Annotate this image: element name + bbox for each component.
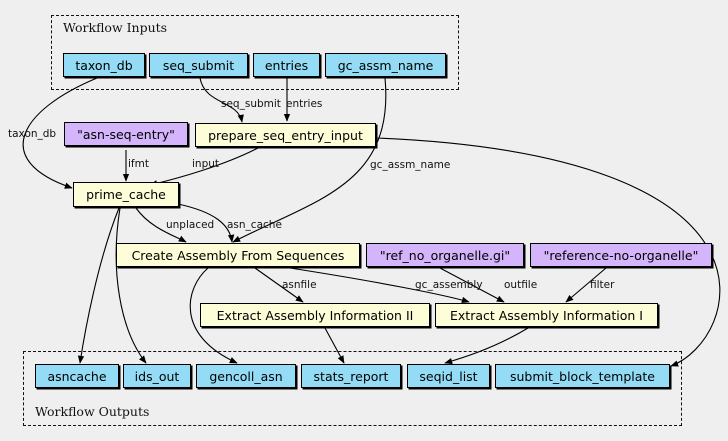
edge-label-filter: filter bbox=[590, 279, 615, 291]
edge-label-outfile: outfile bbox=[504, 279, 538, 291]
edge-gc-assm-name bbox=[232, 77, 387, 243]
edge-filter bbox=[565, 267, 607, 303]
edge-unplaced bbox=[135, 207, 187, 243]
edge-label-gc-assembly: gc_assembly bbox=[415, 279, 483, 291]
edge-asnfile bbox=[254, 267, 304, 303]
edge-label-input: input bbox=[192, 158, 220, 170]
node-step-extract-info-1[interactable]: Extract Assembly Information I bbox=[435, 303, 658, 327]
workflow-inputs-cluster bbox=[51, 15, 459, 90]
node-output-asncache[interactable]: asncache bbox=[35, 364, 119, 388]
edge-ids-out bbox=[115, 207, 147, 364]
node-output-seqid-list[interactable]: seqid_list bbox=[407, 364, 490, 388]
edge-seq-submit bbox=[199, 77, 244, 123]
edge-label-unplaced: unplaced bbox=[166, 219, 215, 231]
node-input-seq-submit[interactable]: seq_submit bbox=[149, 53, 248, 77]
workflow-inputs-label: Workflow Inputs bbox=[63, 20, 168, 35]
edge-gc-assembly bbox=[289, 267, 470, 304]
edge-label-gc-assm-name: gc_assm_name bbox=[370, 159, 451, 171]
edge-seqid-list bbox=[444, 327, 529, 365]
edge-asn-cache bbox=[177, 203, 235, 243]
node-input-taxon-db[interactable]: taxon_db bbox=[63, 53, 145, 77]
edge-taxon-db bbox=[22, 77, 98, 189]
edge-label-taxon-db: taxon_db bbox=[8, 128, 57, 140]
node-input-gc-assm-name[interactable]: gc_assm_name bbox=[325, 53, 446, 77]
workflow-outputs-label: Workflow Outputs bbox=[35, 404, 150, 419]
node-input-entries[interactable]: entries bbox=[253, 53, 320, 77]
node-output-ids-out[interactable]: ids_out bbox=[123, 364, 191, 388]
edge-asncache bbox=[77, 207, 120, 364]
node-output-stats-report[interactable]: stats_report bbox=[301, 364, 401, 388]
node-step-prime-cache[interactable]: prime_cache bbox=[73, 182, 179, 207]
workflow-outputs-cluster bbox=[23, 351, 682, 426]
node-const-reference-no-organelle[interactable]: "reference-no-organelle" bbox=[530, 243, 712, 267]
edge-outfile bbox=[439, 267, 505, 303]
edge-label-seq-submit: seq_submit bbox=[221, 98, 281, 110]
node-const-ref-no-organelle-gi[interactable]: "ref_no_organelle.gi" bbox=[366, 243, 524, 267]
node-step-extract-info-2[interactable]: Extract Assembly Information II bbox=[200, 303, 430, 327]
node-output-gencoll-asn[interactable]: gencoll_asn bbox=[196, 364, 296, 388]
edge-label-asnfile: asnfile bbox=[282, 279, 317, 291]
edge-label-ifmt: ifmt bbox=[128, 158, 149, 170]
edge-stats-report bbox=[324, 327, 345, 364]
edge-gencoll-asn bbox=[189, 267, 238, 364]
node-output-submit-block-template[interactable]: submit_block_template bbox=[495, 364, 670, 388]
node-step-create-assembly[interactable]: Create Assembly From Sequences bbox=[116, 243, 360, 267]
edge-label-asn-cache: asn_cache bbox=[227, 219, 282, 231]
edge-label-entries: entries bbox=[286, 98, 323, 110]
node-step-prepare-seq-entry-input[interactable]: prepare_seq_entry_input bbox=[195, 123, 376, 147]
node-const-asn-seq-entry[interactable]: "asn-seq-entry" bbox=[64, 122, 188, 146]
